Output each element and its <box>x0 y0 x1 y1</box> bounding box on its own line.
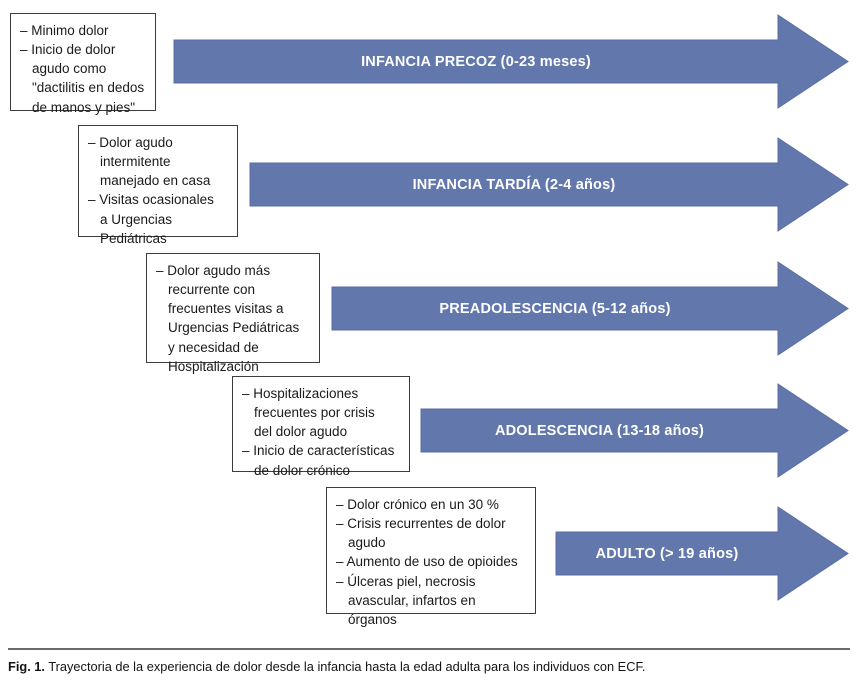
figure-caption-label: Fig. 1. <box>8 659 45 674</box>
stage-arrow-infancia-precoz: INFANCIA PRECOZ (0-23 meses) <box>173 14 849 109</box>
note-line: agudo <box>348 535 386 551</box>
note-line: – Inicio de dolor <box>20 42 116 58</box>
note-line: – Crisis recurrentes de dolor <box>336 516 506 532</box>
note-line: Pediátricas <box>100 230 167 246</box>
note-line: – Dolor agudo más <box>156 263 271 278</box>
arrow-shape-icon <box>249 137 849 232</box>
note-line: – Inicio de características <box>242 443 395 459</box>
note-line: – Minimo dolor <box>20 23 109 38</box>
arrow-shape-icon <box>420 383 849 478</box>
note-line: órganos <box>348 611 397 627</box>
stage-arrow-adolescencia: ADOLESCENCIA (13-18 años) <box>420 383 849 478</box>
note-line: frecuentes visitas a <box>168 301 284 317</box>
note-line: del dolor agudo <box>254 424 348 440</box>
note-line: Hospitalización <box>168 358 259 374</box>
note-line: "dactilitis en dedos <box>32 80 145 96</box>
figure-caption: Fig. 1. Trayectoria de la experiencia de… <box>8 659 850 676</box>
note-line: frecuentes por crisis <box>254 405 375 421</box>
arrow-shape-icon <box>173 14 849 109</box>
note-box-infancia-tardia: – Dolor agudo intermitente manejado en c… <box>78 125 238 246</box>
note-line: a Urgencias <box>100 211 173 227</box>
arrow-shape-icon <box>331 261 849 356</box>
stage-arrow-adulto: ADULTO (> 19 años) <box>555 506 849 601</box>
stage-arrow-preadolescencia: PREADOLESCENCIA (5-12 años) <box>331 261 849 356</box>
arrow-shape-icon <box>555 506 849 601</box>
note-line: y necesidad de <box>168 339 259 355</box>
note-line: avascular, infartos en <box>348 592 476 608</box>
note-box-adulto: – Dolor crónico en un 30 % – Crisis recu… <box>326 487 536 627</box>
note-line: – Visitas ocasionales <box>88 192 214 208</box>
note-line: manejado en casa <box>100 173 211 189</box>
caption-divider <box>8 648 850 650</box>
note-box-preadolescencia: – Dolor agudo más recurrente con frecuen… <box>146 253 320 374</box>
note-line: – Aumento de uso de opioides <box>336 554 518 570</box>
note-line: intermitente <box>100 154 171 170</box>
note-line: – Hospitalizaciones <box>242 386 359 401</box>
figure-caption-text: Trayectoria de la experiencia de dolor d… <box>48 659 646 674</box>
note-line: – Dolor crónico en un 30 % <box>336 497 499 512</box>
note-box-adolescencia: – Hospitalizaciones frecuentes por crisi… <box>232 376 410 478</box>
note-line: de manos y pies" <box>32 99 136 115</box>
note-line: Urgencias Pediátricas <box>168 320 300 336</box>
note-line: – Dolor agudo <box>88 135 173 150</box>
stage-arrow-infancia-tardia: INFANCIA TARDÍA (2-4 años) <box>249 137 849 232</box>
note-line: agudo como <box>32 61 107 77</box>
note-line: – Úlceras piel, necrosis <box>336 573 476 589</box>
note-box-infancia-precoz: – Minimo dolor – Inicio de dolor agudo c… <box>10 13 156 115</box>
note-line: de dolor crónico <box>254 462 351 478</box>
note-line: recurrente con <box>168 282 256 298</box>
